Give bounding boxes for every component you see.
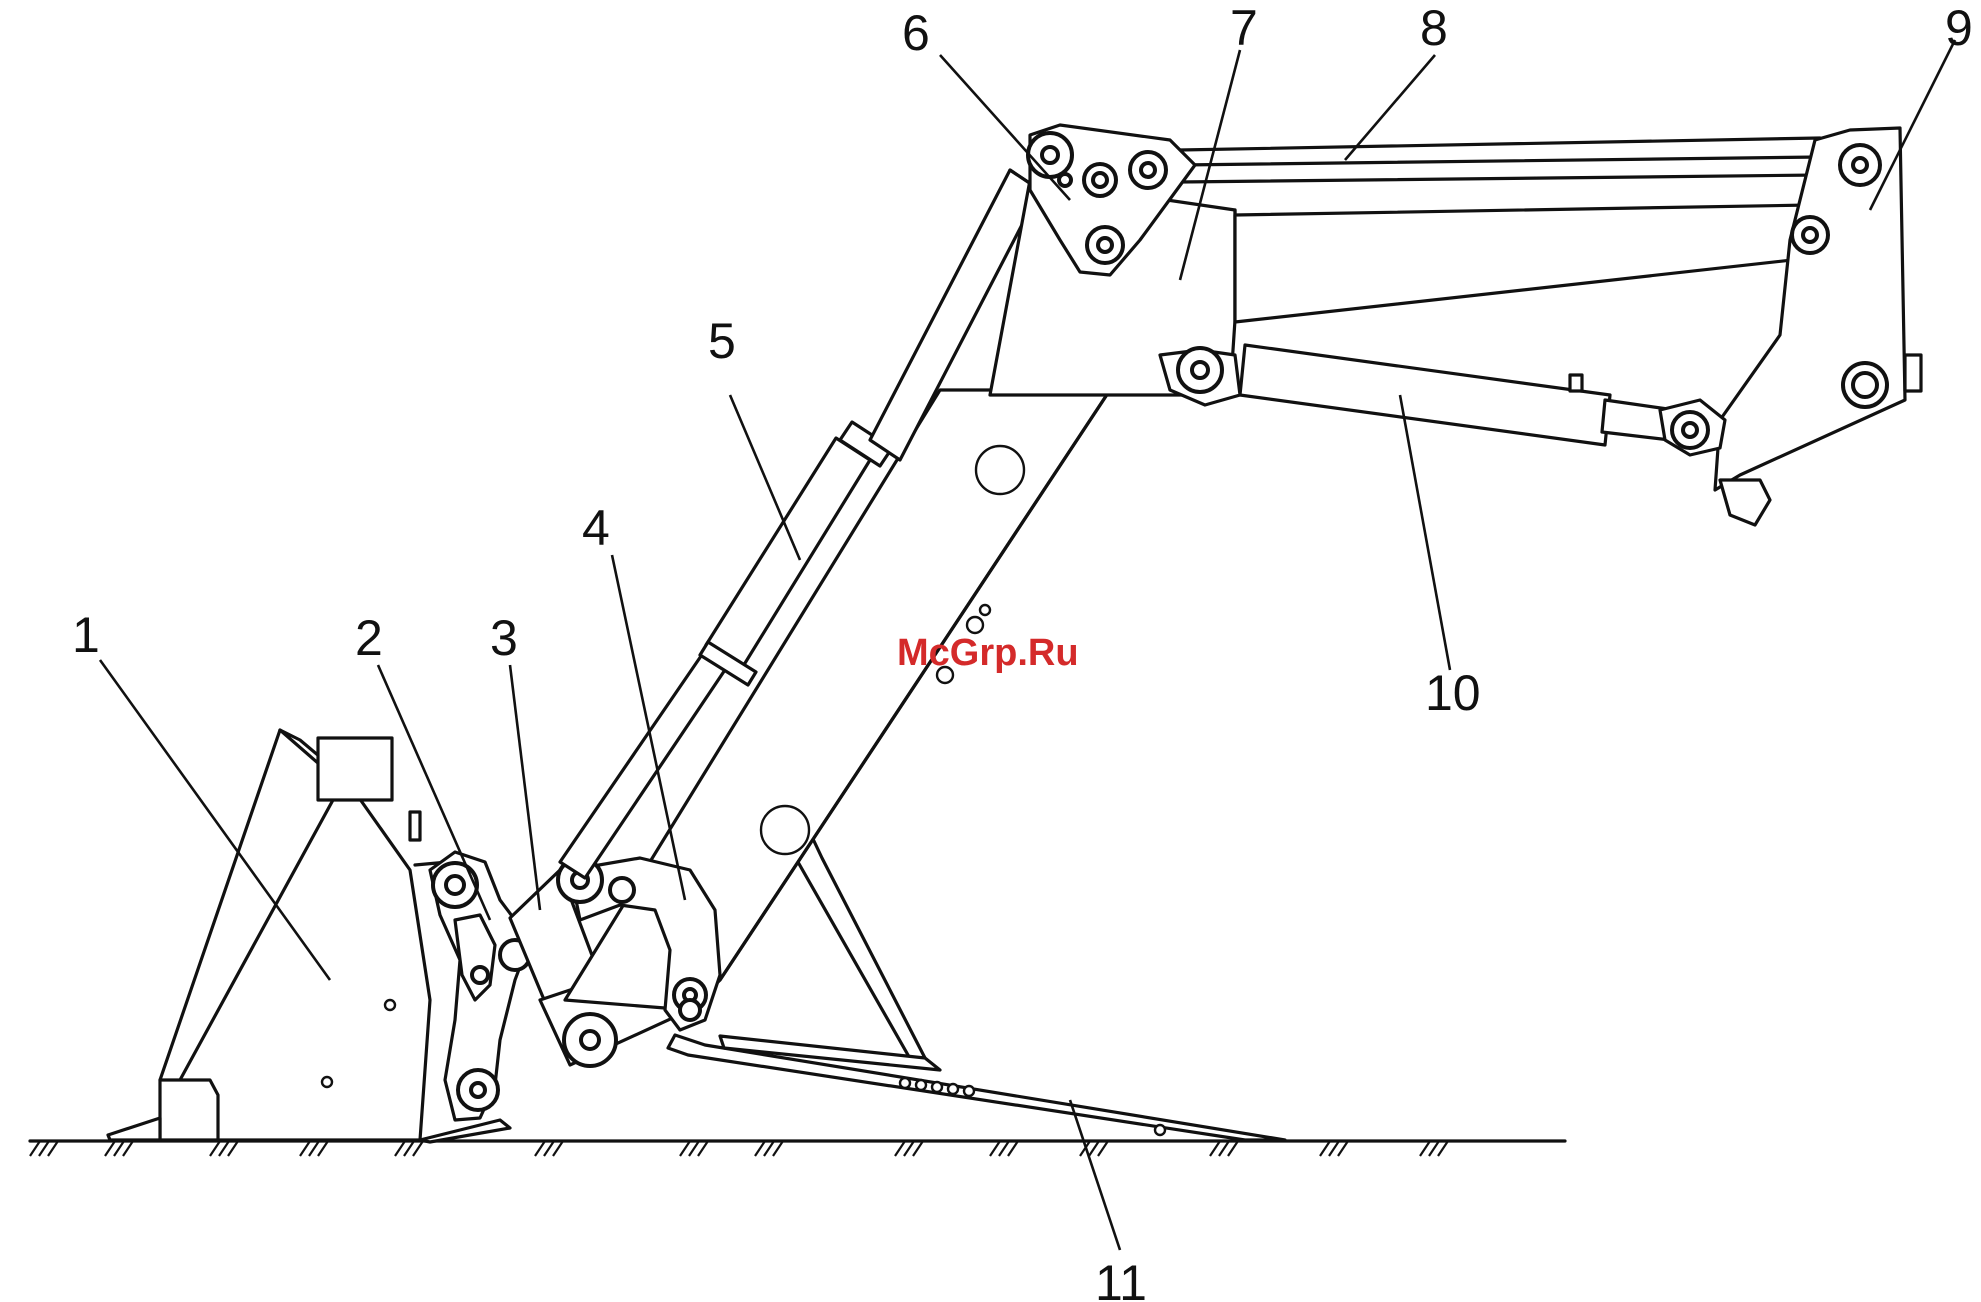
ground-hatch-mark: [1088, 1140, 1100, 1157]
ground-hatch-mark: [209, 1140, 221, 1157]
callout-2: 2: [355, 610, 383, 666]
bucket-linkage: [428, 850, 532, 1122]
ground-hatch-mark: [1319, 1140, 1331, 1157]
ground-hatch-mark: [1209, 1140, 1221, 1157]
callout-4: 4: [582, 500, 610, 556]
upper-link: [1178, 136, 1822, 184]
watermark: McGrp.Ru: [897, 632, 1079, 674]
ground-hatch-mark: [772, 1140, 784, 1157]
tilt-cylinder: [558, 168, 1042, 880]
ground-hatch-mark: [1437, 1140, 1449, 1157]
ground-hatch-mark: [894, 1140, 906, 1157]
ground-hatch-mark: [679, 1140, 691, 1157]
ground-hatch-mark: [552, 1140, 564, 1157]
ground-hatch-mark: [227, 1140, 239, 1157]
callout-11: 11: [1095, 1255, 1147, 1302]
ground-hatch-mark: [412, 1140, 424, 1157]
ground-hatch-mark: [1328, 1140, 1340, 1157]
callouts: 1 2 3 4 5 6 7 8 9 10 11: [72, 0, 1973, 1302]
ground-hatch-mark: [299, 1140, 311, 1157]
ground-hatching: [29, 1140, 1449, 1157]
ground-hatch-mark: [317, 1140, 329, 1157]
ground-hatch-mark: [122, 1140, 134, 1157]
ground-hatch-mark: [989, 1140, 1001, 1157]
callout-10: 10: [1425, 665, 1481, 721]
ground-hatch-mark: [308, 1140, 320, 1157]
ground-hatch-mark: [29, 1140, 41, 1157]
ground-hatch-mark: [998, 1140, 1010, 1157]
ground-hatch-mark: [218, 1140, 230, 1157]
callout-5: 5: [708, 313, 736, 369]
ground-hatch-mark: [688, 1140, 700, 1157]
ground-hatch-mark: [47, 1140, 59, 1157]
callout-3: 3: [490, 610, 518, 666]
leader-lines: [98, 39, 1957, 1251]
ground-hatch-mark: [1007, 1140, 1019, 1157]
ground-hatch-mark: [1419, 1140, 1431, 1157]
ground-hatch-mark: [1218, 1140, 1230, 1157]
ground-hatch-mark: [1227, 1140, 1239, 1157]
pivot-plate: [1026, 123, 1197, 277]
ground-hatch-mark: [543, 1140, 555, 1157]
mount-bracket: [1713, 126, 1923, 527]
ground-hatch-mark: [1428, 1140, 1440, 1157]
ground-hatch-mark: [534, 1140, 546, 1157]
ground-hatch-mark: [697, 1140, 709, 1157]
ground-hatch-mark: [754, 1140, 766, 1157]
callout-6: 6: [902, 5, 930, 61]
ground-hatch-mark: [1337, 1140, 1349, 1157]
callout-9: 9: [1945, 0, 1973, 56]
lift-cylinder: [1158, 343, 1727, 457]
callout-7: 7: [1230, 0, 1258, 56]
ground: [28, 1139, 1567, 1157]
callout-8: 8: [1420, 0, 1448, 56]
ground-hatch-mark: [403, 1140, 415, 1157]
callout-1: 1: [72, 607, 100, 663]
ground-hatch-mark: [104, 1140, 116, 1157]
ground-hatch-mark: [113, 1140, 125, 1157]
bucket: [106, 728, 512, 1144]
ground-hatch-mark: [903, 1140, 915, 1157]
ground-hatch-mark: [912, 1140, 924, 1157]
ground-hatch-mark: [38, 1140, 50, 1157]
ground-hatch-mark: [394, 1140, 406, 1157]
ground-hatch-mark: [763, 1140, 775, 1157]
ground-hatch-mark: [1097, 1140, 1109, 1157]
support-stand: [666, 820, 1287, 1142]
